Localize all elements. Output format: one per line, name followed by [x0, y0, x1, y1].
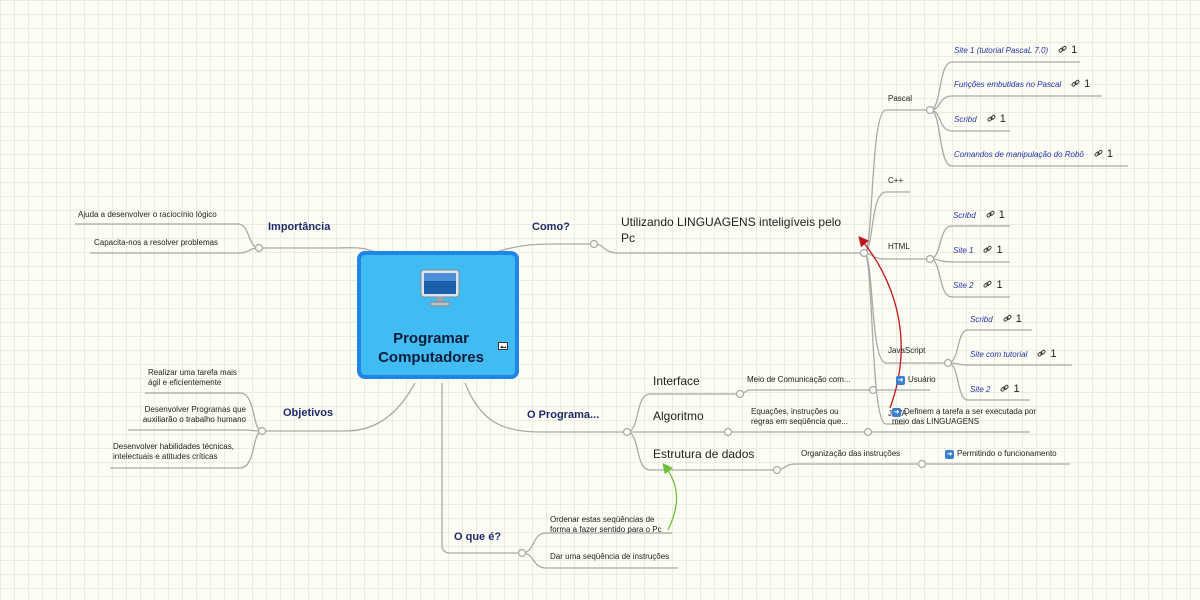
link-icon [1037, 349, 1046, 357]
computer-monitor-icon [420, 269, 460, 307]
line-oque [441, 383, 522, 554]
interface-detail[interactable]: Meio de Comunicação com... [747, 375, 851, 384]
line-estrutura-detail [776, 463, 922, 471]
programa-interface[interactable]: Interface [653, 374, 700, 388]
oque-item-2[interactable]: Dar uma seqüência de instruções [550, 552, 670, 561]
interface-target[interactable]: ➜Usuário [896, 375, 936, 385]
objetivos-item-3[interactable]: Desenvolver habilidades técnicas, intele… [113, 442, 234, 461]
branch-objetivos[interactable]: Objetivos [283, 407, 334, 419]
estrutura-target[interactable]: ➜Permitindo o funcionamento [945, 449, 1057, 459]
programa-algoritmo[interactable]: Algoritmo [653, 409, 704, 423]
red-relation-arrow [858, 236, 902, 409]
line-objetivos [263, 382, 416, 432]
branch-oque[interactable]: O que é? [454, 531, 502, 543]
line-js-l2 [947, 362, 1072, 366]
line-obj-item2 [128, 429, 263, 432]
arrow-right-icon: ➜ [945, 450, 954, 459]
line-importancia [260, 247, 376, 253]
line-pascal-l2 [929, 95, 1102, 111]
root-node[interactable]: Programar Computadores [357, 251, 519, 379]
line-html-l2 [929, 258, 1010, 263]
lang-cpp[interactable]: C++ [888, 176, 904, 185]
pascal-link-1[interactable]: Site 1 (tutorial PascaL 7.0)1 [954, 44, 1078, 56]
objetivos-item-1[interactable]: Realizar uma tarefa mais ágil e eficient… [148, 368, 237, 387]
branch-como[interactable]: Como? [532, 221, 570, 233]
image-icon[interactable] [498, 342, 508, 350]
objetivos-item-2[interactable]: Desenvolver Programas que auxiliarão o t… [142, 405, 246, 424]
link-icon [1094, 149, 1103, 157]
branch-importancia[interactable]: Importância [268, 221, 331, 233]
branch-programa[interactable]: O Programa... [527, 409, 600, 421]
lang-html[interactable]: HTML [888, 242, 910, 251]
como-topic[interactable]: Utilizando LINGUAGENS inteligíveis pelo … [621, 215, 842, 245]
link-icon [986, 210, 995, 218]
link-icon [987, 114, 996, 122]
root-title: Programar Computadores [378, 330, 484, 366]
link-icon [1001, 384, 1009, 392]
programa-estrutura[interactable]: Estrutura de dados [653, 447, 755, 461]
line-imp-item2 [90, 247, 260, 254]
lang-javascript[interactable]: JavaScript [888, 346, 926, 355]
arrow-right-icon: ➜ [896, 376, 905, 385]
line-pascal-l4 [929, 109, 1128, 167]
algoritmo-detail[interactable]: Equações, instruções ou regras em seqüên… [751, 407, 848, 426]
link-icon [984, 280, 992, 288]
importancia-item-2[interactable]: Capacita-nos a resolver problemas [94, 238, 219, 247]
line-programa [464, 382, 627, 433]
green-relation-arrow [662, 462, 678, 531]
oque-item-1[interactable]: Ordenar estas seqüências de forma a faze… [550, 515, 662, 534]
line-java [863, 252, 905, 425]
lang-pascal[interactable]: Pascal [888, 94, 913, 103]
importancia-item-1[interactable]: Ajuda a desenvolver o raciocínio lógico [78, 210, 217, 219]
estrutura-detail[interactable]: Organização das instruções [801, 449, 901, 458]
line-interface-detail [739, 389, 873, 395]
line-como [496, 243, 594, 253]
line-oque-item1 [521, 532, 672, 554]
link-icon [1071, 79, 1080, 87]
arrow-right-icon: ➜ [892, 408, 901, 417]
link-icon [1003, 314, 1012, 322]
link-icon [984, 245, 992, 253]
link-icon [1058, 45, 1067, 53]
algoritmo-target[interactable]: ➜Definem a tarefa a ser executada por me… [892, 407, 1037, 426]
